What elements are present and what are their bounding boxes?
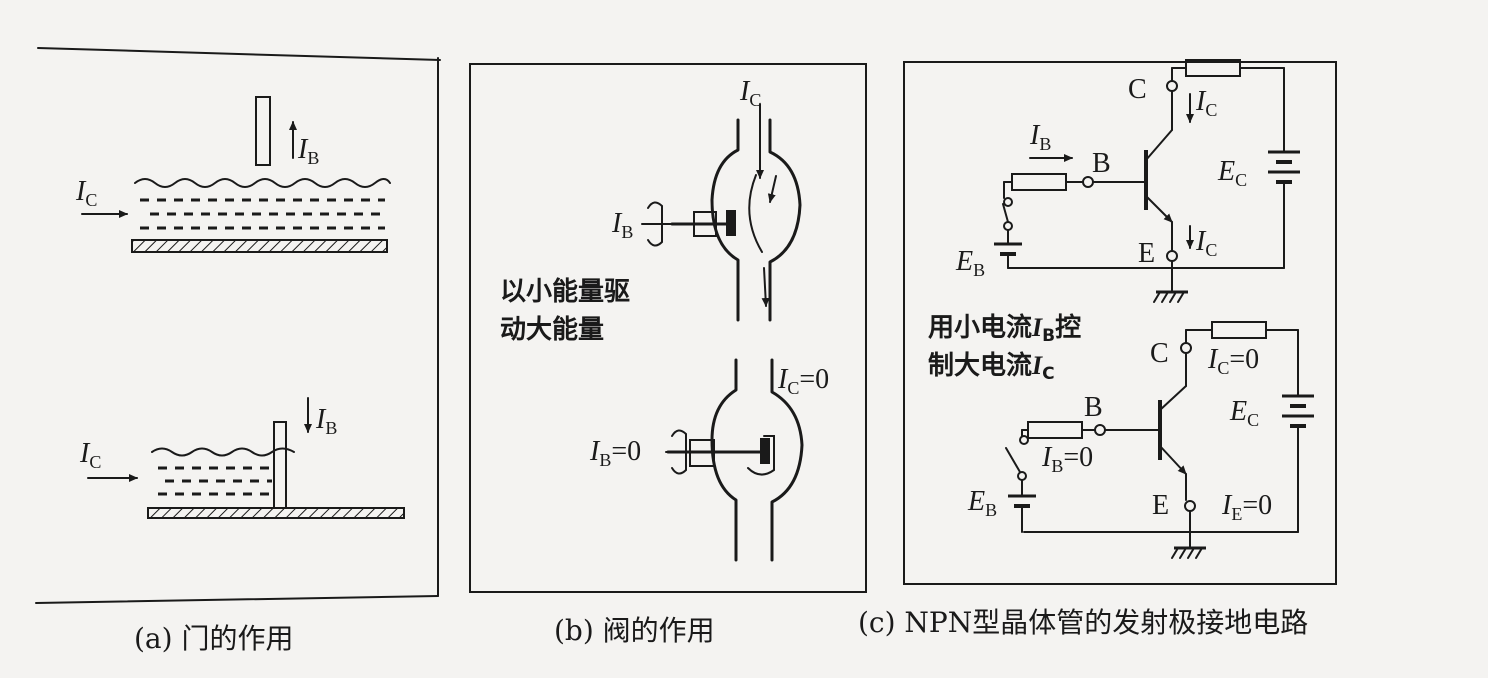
ic-label: IC=0 <box>777 364 829 398</box>
battery-ec <box>1282 394 1314 428</box>
collector-resistor <box>1211 321 1267 339</box>
label-b: B <box>1084 392 1103 423</box>
panel-a: IC IB IC IB (a) 门的作用 <box>35 47 441 655</box>
open-valve-illustration: IC IB <box>611 76 802 322</box>
pipe-left-wall <box>710 358 738 562</box>
water-surface <box>151 447 295 457</box>
circuit-on: C B E IC IB IC EC EB <box>955 59 1300 303</box>
label-c: C <box>1150 338 1169 369</box>
ib-label: IB <box>1029 120 1051 154</box>
ib-label: IB=0 <box>589 436 641 470</box>
panel-c-frame <box>903 61 1337 585</box>
ib-label: IB <box>315 404 337 438</box>
valve-disc <box>726 210 736 236</box>
base-switch-closed <box>1002 203 1009 223</box>
caption-a: (a) 门的作用 <box>134 622 293 655</box>
valve-handle <box>641 201 673 247</box>
panel-a-bottom-border <box>35 595 439 604</box>
gate-plate <box>273 421 287 509</box>
water-surface <box>134 178 391 188</box>
flow-arrow-bottom <box>761 267 770 307</box>
panel-a-top-border <box>37 47 441 61</box>
ec-label: EC <box>1229 396 1259 430</box>
caption-b: (b) 阀的作用 <box>554 614 715 647</box>
ib-label: IB <box>611 208 633 242</box>
channel-floor <box>131 239 388 253</box>
ic-label: IC <box>1195 86 1217 120</box>
eb-label: EB <box>967 486 997 520</box>
base-resistor <box>1011 173 1067 191</box>
valve-disc <box>760 438 770 464</box>
water-flow-lines <box>158 466 272 496</box>
label-e: E <box>1138 238 1155 269</box>
caption-c: (c) NPN型晶体管的发射极接地电路 <box>858 606 1308 639</box>
circuit-off: C B E IC=0 IB=0 IE=0 EC EB <box>967 321 1314 559</box>
emitter-arrow <box>1145 195 1173 223</box>
ic-label: IC=0 <box>1207 344 1259 378</box>
valve-seat <box>747 435 775 476</box>
label-c: C <box>1128 74 1147 105</box>
ib-label: IB <box>297 134 319 168</box>
emitter-arrow <box>1159 445 1187 475</box>
ic-label: IC <box>739 76 761 110</box>
note-line-2: 动大能量 <box>500 314 604 345</box>
base-resistor <box>1027 421 1083 439</box>
battery-ec <box>1268 150 1300 184</box>
terminal-e <box>1166 250 1178 262</box>
ic-label: IC <box>75 176 97 210</box>
open-gate-illustration: IC IB <box>75 96 391 253</box>
closed-gate-illustration: IC IB <box>79 397 405 519</box>
ic-label: IC <box>79 438 101 472</box>
valve-packing <box>693 211 717 237</box>
pipe-left-wall <box>710 118 740 322</box>
valve-handle <box>665 429 691 475</box>
pipe-right-wall <box>768 118 802 322</box>
terminal-c <box>1180 342 1192 354</box>
terminal-b <box>1094 424 1106 436</box>
panel-b: IC IB 以小能量驱 动大能量 IC=0 IB=0 (b) 阀的作用 <box>469 63 867 647</box>
flow-arrow-mid <box>767 175 777 203</box>
ec-label: EC <box>1217 156 1247 190</box>
base-switch-open <box>1005 447 1021 473</box>
valve-seat <box>748 174 763 253</box>
note-line-1: 以小能量驱 <box>500 276 630 307</box>
ib-label: IB=0 <box>1041 442 1093 476</box>
battery-eb <box>994 242 1022 256</box>
channel-floor <box>147 507 405 519</box>
closed-valve-illustration: IC=0 IB=0 <box>589 358 829 562</box>
terminal-c <box>1166 80 1178 92</box>
terminal-e <box>1184 500 1196 512</box>
note-line-2: 制大电流IC <box>928 351 1055 384</box>
gate-plate <box>255 96 271 166</box>
ie-label: IE=0 <box>1221 490 1272 524</box>
ground-symbol <box>1153 290 1188 303</box>
panel-b-frame <box>469 63 867 593</box>
label-e: E <box>1152 490 1169 521</box>
water-flow-lines <box>140 198 385 230</box>
label-b: B <box>1092 148 1111 179</box>
ground-symbol <box>1171 546 1206 559</box>
eb-label: EB <box>955 246 985 280</box>
panel-c: C B E IC IB IC EC EB 用小电流IB控 制大电流IC <box>858 59 1337 639</box>
ie-label: IC <box>1195 226 1217 260</box>
note-line-1: 用小电流IB控 <box>928 313 1081 346</box>
battery-eb <box>1008 494 1036 508</box>
pipe-right-wall <box>770 358 804 562</box>
